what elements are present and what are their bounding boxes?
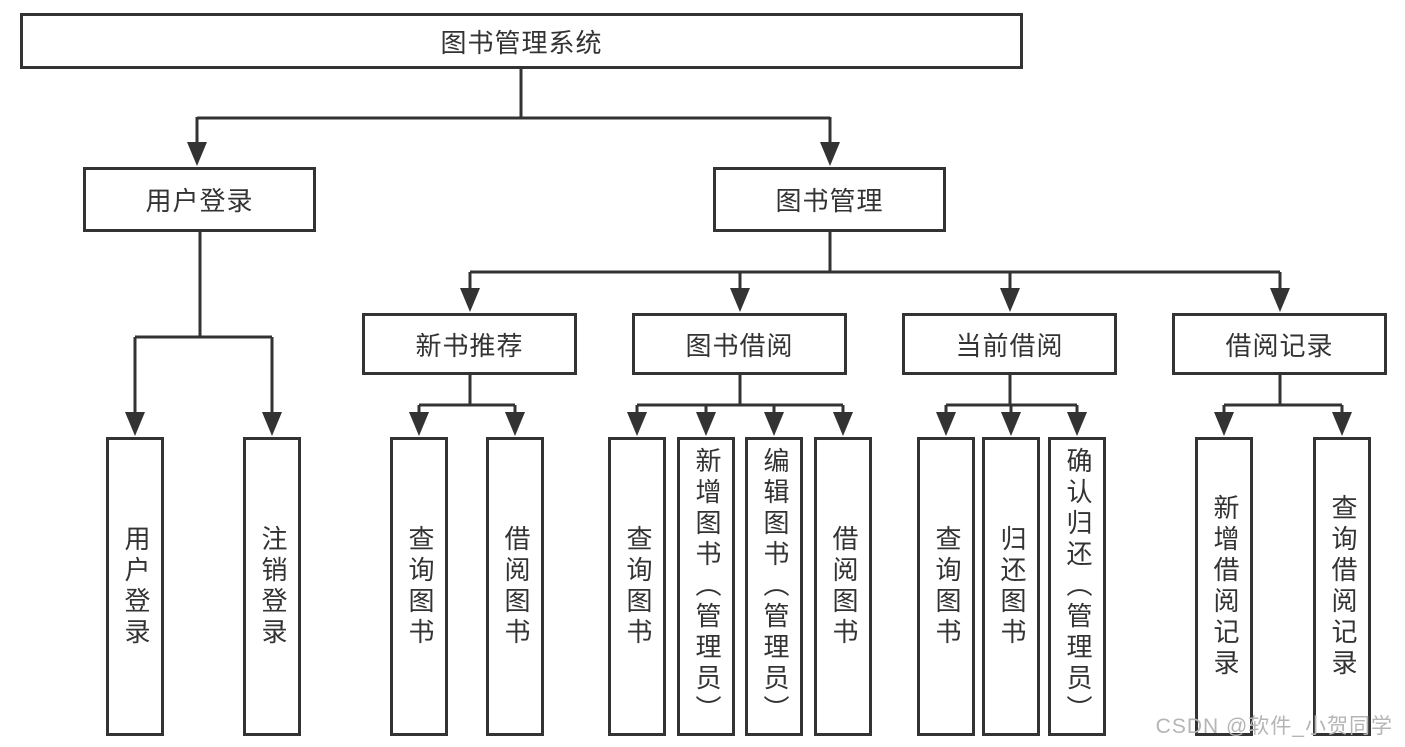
leaf-query-books-recommend: 查询图书	[390, 437, 448, 736]
leaf-edit-books-admin: 编辑图书（管理员）	[745, 437, 803, 736]
node-label: 图书管理	[775, 186, 884, 216]
connector-borrow-records-children	[1214, 375, 1352, 436]
node-label: 查询图书	[931, 524, 962, 649]
node-label: 查询图书	[622, 524, 653, 649]
node-book-management: 图书管理	[713, 167, 946, 232]
csdn-watermark: CSDN @软件_小贺同学	[1155, 715, 1393, 738]
leaf-query-books-borrowing: 查询图书	[608, 437, 666, 736]
node-label: 借阅记录	[1225, 330, 1334, 361]
leaf-logout: 注销登录	[243, 437, 301, 736]
arrowhead-icon	[764, 412, 784, 436]
connector-new-book-children	[409, 375, 525, 436]
leaf-borrow-books: 借阅图书	[814, 437, 872, 736]
leaf-borrow-books-recommend: 借阅图书	[486, 437, 544, 736]
node-label: 查询借阅记录	[1327, 493, 1358, 680]
node-borrow-records: 借阅记录	[1172, 313, 1387, 375]
node-label: 当前借阅	[955, 330, 1064, 361]
arrowhead-icon	[730, 288, 750, 312]
leaf-query-borrow-record: 查询借阅记录	[1313, 437, 1371, 736]
arrowhead-icon	[125, 412, 145, 436]
arrowhead-icon	[833, 412, 853, 436]
node-user-login: 用户登录	[83, 167, 316, 232]
node-label: 用户登录	[145, 186, 254, 216]
arrowhead-icon	[1067, 412, 1087, 436]
node-new-book-recommend: 新书推荐	[362, 313, 577, 375]
node-label: 归还图书	[996, 524, 1027, 649]
leaf-add-borrow-record: 新增借阅记录	[1195, 437, 1253, 736]
node-label: 图书管理系统	[440, 27, 603, 58]
node-current-borrowing: 当前借阅	[902, 313, 1117, 375]
connector-book-mgmt-children	[460, 232, 1290, 312]
arrowhead-icon	[1332, 412, 1352, 436]
connector-current-borrow-children	[936, 375, 1087, 436]
node-label: 新书推荐	[415, 330, 524, 361]
arrowhead-icon	[505, 412, 525, 436]
node-label: 用户登录	[120, 524, 151, 649]
node-label: 图书借阅	[685, 330, 794, 361]
arrowhead-icon	[1000, 288, 1020, 312]
arrowhead-icon	[820, 142, 840, 166]
arrowhead-icon	[409, 412, 429, 436]
node-label: 注销登录	[257, 524, 288, 649]
leaf-add-books-admin: 新增图书（管理员）	[677, 437, 735, 736]
arrowhead-icon	[1214, 412, 1234, 436]
connector-root-to-level1	[187, 69, 840, 166]
node-book-borrowing: 图书借阅	[632, 313, 847, 375]
arrowhead-icon	[1270, 288, 1290, 312]
connector-book-borrow-children	[627, 375, 853, 436]
arrowhead-icon	[936, 412, 956, 436]
node-label: 借阅图书	[828, 524, 859, 649]
node-label: 查询图书	[404, 524, 435, 649]
node-root-system: 图书管理系统	[20, 13, 1023, 69]
arrowhead-icon	[696, 412, 716, 436]
connector-user-login-children	[125, 232, 282, 436]
leaf-confirm-return-admin: 确认归还（管理员）	[1048, 437, 1106, 736]
leaf-return-books: 归还图书	[982, 437, 1040, 736]
arrowhead-icon	[627, 412, 647, 436]
arrowhead-icon	[1001, 412, 1021, 436]
node-label: 借阅图书	[500, 524, 531, 649]
leaf-user-login: 用户登录	[106, 437, 164, 736]
leaf-query-books-current: 查询图书	[917, 437, 975, 736]
node-label: 新增借阅记录	[1209, 493, 1240, 680]
node-label: 编辑图书（管理员）	[759, 447, 790, 726]
node-label: 确认归还（管理员）	[1062, 447, 1093, 726]
arrowhead-icon	[187, 142, 207, 166]
arrowhead-icon	[460, 288, 480, 312]
node-label: 新增图书（管理员）	[691, 447, 722, 726]
arrowhead-icon	[262, 412, 282, 436]
